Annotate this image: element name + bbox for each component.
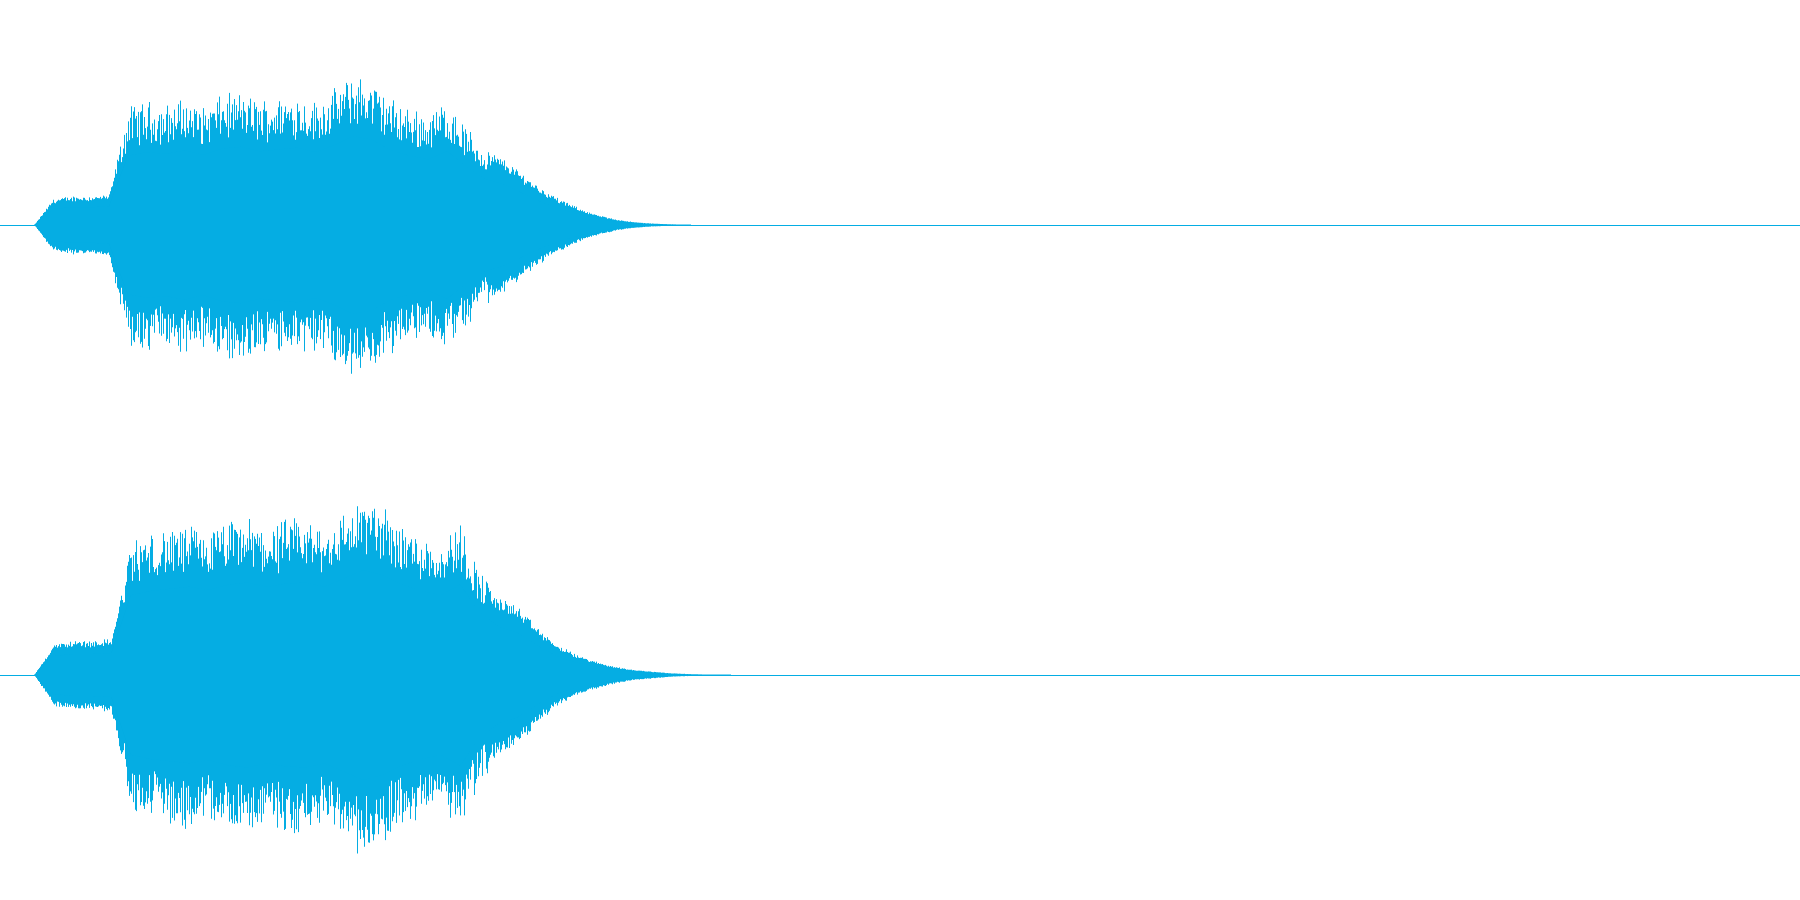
waveform-channel-1 [0, 79, 1800, 374]
waveform-core [34, 570, 727, 780]
waveform-channel-2 [0, 506, 1800, 854]
waveform-core [34, 136, 689, 314]
